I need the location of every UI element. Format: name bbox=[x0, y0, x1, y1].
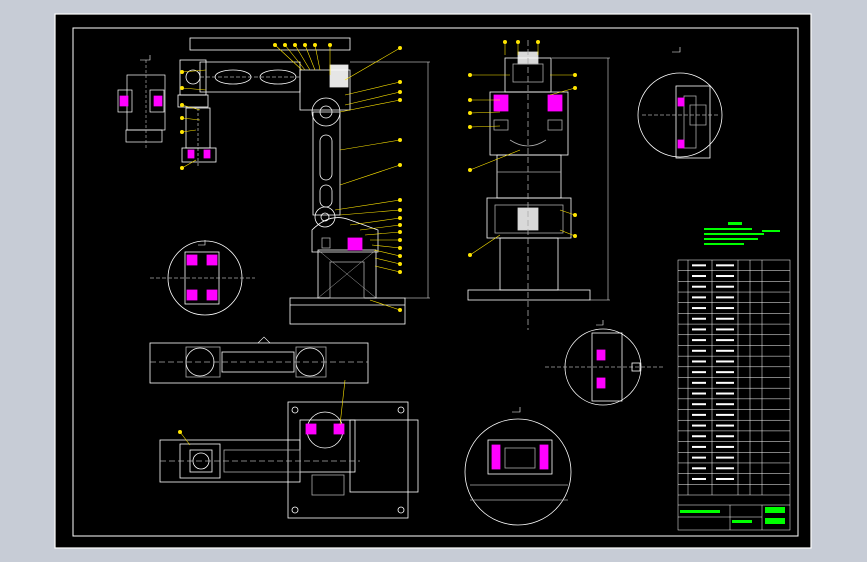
technical-notes bbox=[704, 222, 780, 245]
parts-list-cell bbox=[716, 392, 734, 395]
parts-list-cell bbox=[716, 317, 734, 320]
parts-list-cell bbox=[716, 445, 734, 448]
detail-view-c bbox=[545, 328, 665, 406]
plan-view-leaders bbox=[179, 379, 346, 446]
gripper-section-view bbox=[117, 60, 166, 150]
parts-list-cell bbox=[716, 467, 734, 470]
parts-list-cell bbox=[716, 381, 734, 384]
parts-list-cell bbox=[716, 360, 734, 363]
detail-view-a bbox=[637, 72, 723, 159]
parts-list-cell bbox=[692, 360, 706, 363]
parts-list-cell bbox=[716, 413, 734, 416]
parts-list-cell bbox=[716, 477, 734, 480]
parts-list-cell bbox=[716, 456, 734, 459]
parts-list-cell bbox=[692, 392, 706, 395]
parts-list-cell bbox=[716, 307, 734, 310]
parts-list-cell bbox=[692, 307, 706, 310]
top-plan-view bbox=[149, 342, 419, 519]
parts-list-cell bbox=[716, 275, 734, 278]
parts-list-cell bbox=[692, 424, 706, 427]
parts-list-cell bbox=[692, 371, 706, 374]
side-elevation-view bbox=[467, 40, 610, 330]
parts-list-cell bbox=[692, 413, 706, 416]
side-view-balloons bbox=[468, 40, 577, 257]
detail-view-d bbox=[464, 418, 572, 526]
main-view-balloons bbox=[180, 43, 402, 312]
plan-view-balloons bbox=[178, 430, 182, 434]
parts-list-cell bbox=[692, 275, 706, 278]
parts-list-cell bbox=[692, 445, 706, 448]
parts-list-table bbox=[677, 259, 791, 531]
parts-list-cell bbox=[716, 264, 734, 267]
parts-list-cell bbox=[692, 403, 706, 406]
parts-list-cell bbox=[716, 328, 734, 331]
parts-list-cell bbox=[716, 371, 734, 374]
parts-list-cell bbox=[692, 285, 706, 288]
parts-list-cell bbox=[716, 285, 734, 288]
inner-border bbox=[72, 27, 799, 537]
side-view-leaders bbox=[469, 42, 576, 256]
parts-list-cell bbox=[692, 339, 706, 342]
parts-list-cell bbox=[692, 467, 706, 470]
section-marks bbox=[140, 47, 681, 413]
parts-list-cell bbox=[716, 403, 734, 406]
parts-list-cell bbox=[716, 424, 734, 427]
parts-list-cell bbox=[692, 381, 706, 384]
parts-list-cell bbox=[692, 435, 706, 438]
parts-list-cell bbox=[692, 264, 706, 267]
sheet-background bbox=[54, 13, 812, 549]
parts-list-cell bbox=[692, 477, 706, 480]
parts-list-cell bbox=[692, 296, 706, 299]
parts-list-cell bbox=[692, 328, 706, 331]
parts-list-cell bbox=[716, 349, 734, 352]
parts-list-cell bbox=[716, 339, 734, 342]
parts-list-cell bbox=[692, 349, 706, 352]
parts-list-cell bbox=[716, 435, 734, 438]
parts-list-cell bbox=[692, 456, 706, 459]
main-elevation-view bbox=[177, 37, 430, 325]
parts-list-cell bbox=[716, 296, 734, 299]
parts-list-cell bbox=[692, 317, 706, 320]
main-view-leaders bbox=[181, 44, 401, 311]
